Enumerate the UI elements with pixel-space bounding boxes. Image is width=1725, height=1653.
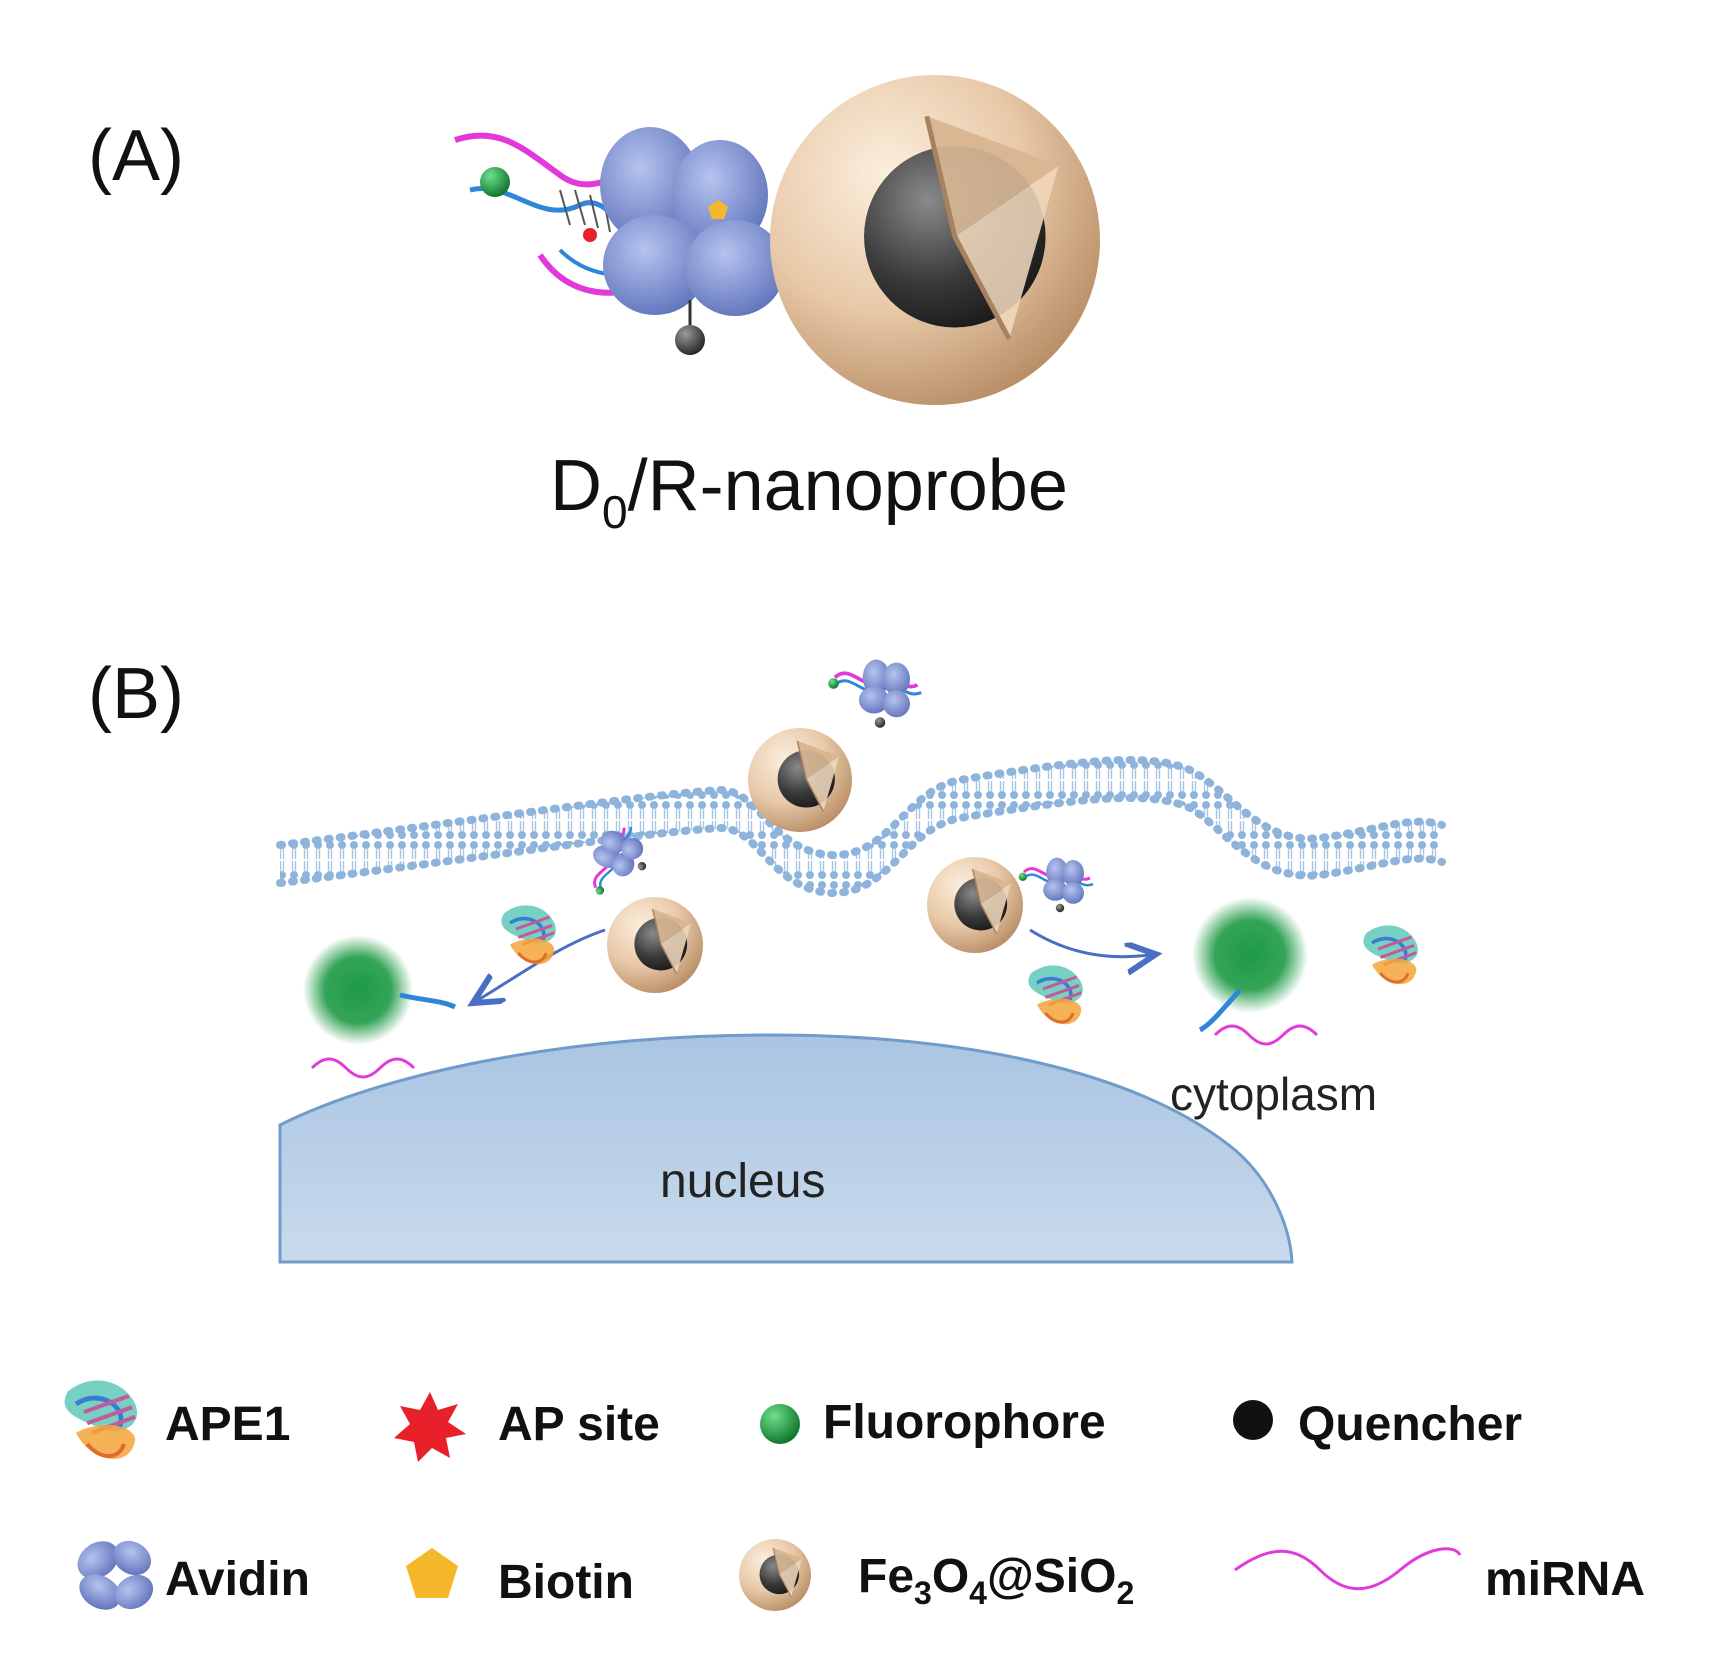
svg-text:Fluorophore: Fluorophore (823, 1396, 1106, 1449)
fluorescence-glow-left (303, 935, 413, 1045)
svg-text:AP site: AP site (498, 1398, 660, 1451)
fluorophore-marker (480, 167, 510, 197)
probe-cluster-entering (826, 657, 924, 730)
nucleus (278, 1033, 1294, 1264)
quencher-marker (675, 325, 705, 355)
svg-text:Biotin: Biotin (498, 1556, 634, 1609)
ape1-protein-3 (1361, 923, 1420, 987)
legend-item-mirna: miRNA (1234, 1547, 1645, 1606)
particle-right (926, 856, 1024, 954)
legend-item-avidin: Avidin (77, 1540, 310, 1610)
arrow-right (1029, 928, 1150, 957)
legend: APE1 AP site Fluorophore Quencher Avidin (65, 1380, 1645, 1612)
legend-item-ap-site: AP site (394, 1392, 660, 1462)
cell-membrane (280, 759, 1442, 894)
svg-text:Avidin: Avidin (165, 1553, 310, 1606)
fluorophore-icon (760, 1404, 800, 1444)
nucleus-label: nucleus (660, 1155, 825, 1208)
legend-item-fluorophore: Fluorophore (760, 1396, 1106, 1449)
ap-site-star-icon (394, 1392, 466, 1462)
svg-text:Fe3O4@SiO2: Fe3O4@SiO2 (858, 1550, 1134, 1611)
avidin-icon (77, 1540, 154, 1610)
panel-b-label: (B) (88, 654, 184, 734)
cell-illustration: cytoplasm nucleus (276, 657, 1446, 1264)
legend-item-ape1: APE1 (65, 1380, 290, 1458)
nanoprobe-illustration (454, 75, 1100, 405)
fluorescence-glow-right (1192, 897, 1308, 1013)
svg-text:miRNA: miRNA (1485, 1553, 1645, 1606)
avidin-protein (600, 127, 785, 316)
legend-item-fe3o4-sio2: Fe3O4@SiO2 (738, 1538, 1134, 1612)
legend-item-quencher: Quencher (1233, 1398, 1522, 1451)
biotin-marker (708, 200, 728, 219)
ape1-protein-1 (499, 903, 558, 967)
legend-item-biotin: Biotin (406, 1548, 634, 1609)
biotin-icon (406, 1548, 458, 1598)
svg-text:APE1: APE1 (165, 1398, 290, 1451)
ap-site-marker (583, 228, 597, 242)
probe-cluster-right (1017, 856, 1095, 914)
ape1-protein-2 (1026, 963, 1085, 1027)
mirna-icon (1234, 1547, 1462, 1591)
nanoprobe-title: D0/R-nanoprobe (550, 446, 1068, 538)
cytoplasm-label: cytoplasm (1170, 1068, 1377, 1120)
particle-entering (747, 727, 853, 833)
mirna-right (1213, 1024, 1319, 1046)
fe3o4-sio2-icon (738, 1538, 812, 1612)
svg-text:Quencher: Quencher (1298, 1398, 1522, 1451)
mirna-left (310, 1057, 416, 1079)
panel-a-label: (A) (88, 116, 184, 196)
quencher-icon (1233, 1400, 1273, 1440)
fe3o4-sio2-particle-large (770, 75, 1100, 405)
particle-left (606, 896, 704, 994)
